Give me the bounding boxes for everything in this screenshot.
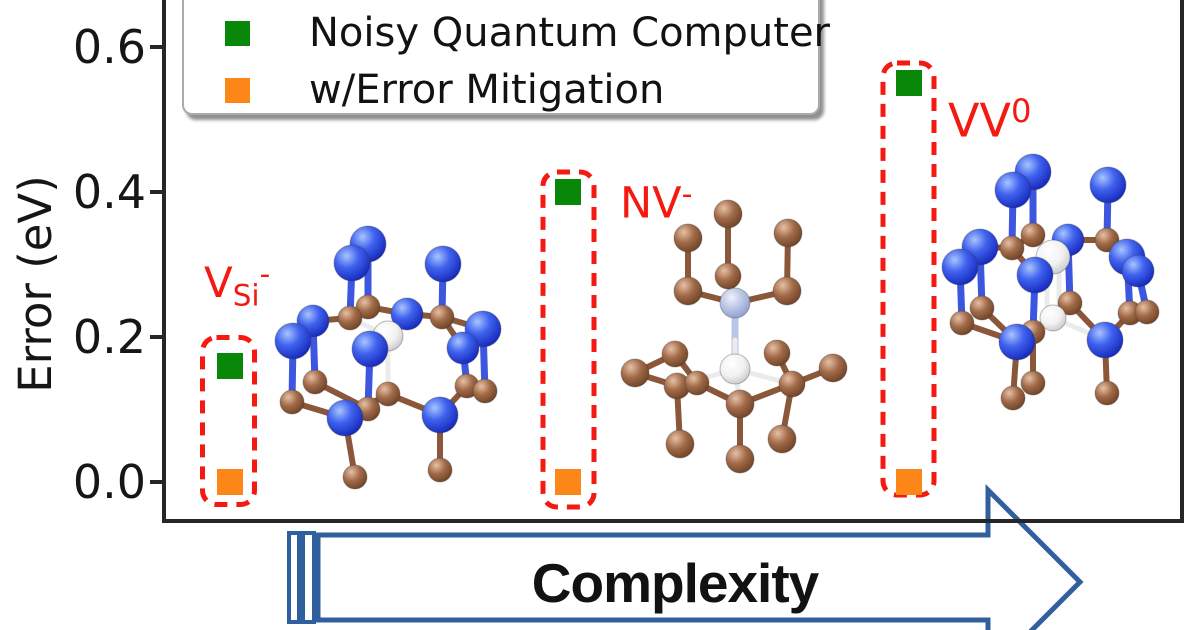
legend-label-noisy: Noisy Quantum Computer [309,10,830,56]
vv-molecule-image [941,153,1160,411]
complexity-arrow-label: Complexity [531,552,819,614]
legend-item-noisy: Noisy Quantum Computer [225,13,830,53]
ytick-mark-0.4 [150,190,162,194]
vsi-molecule-image [274,225,502,490]
ytick-label-0.4: 0.4 [72,165,146,219]
ytick-mark-0.2 [150,335,162,339]
ytick-label-0.0: 0.0 [72,455,146,509]
defect-label-nv: NV- [620,177,693,229]
nv-molecule-image [620,199,848,474]
ytick-label-0.6: 0.6 [72,20,146,74]
legend-swatch-orange [225,77,250,103]
ytick-mark-0.6 [150,45,162,49]
complexity-arrow [287,483,1084,630]
legend-item-mitigated: w/Error Mitigation [225,70,664,110]
highlight-box-vv [880,60,937,498]
highlight-box-vsi [200,335,257,507]
legend-box: Noisy Quantum Computer w/Error Mitigatio… [182,0,830,115]
legend-label-mitigated: w/Error Mitigation [309,67,665,113]
defect-label-vv: VV0 [948,92,1032,148]
ytick-label-0.2: 0.2 [72,310,146,364]
defect-label-vsi: VSi- [204,257,271,313]
highlight-box-nv [540,169,597,510]
y-axis-title: Error (eV) [9,175,62,393]
ytick-mark-0.0 [150,480,162,484]
legend-swatch-green [225,20,250,46]
